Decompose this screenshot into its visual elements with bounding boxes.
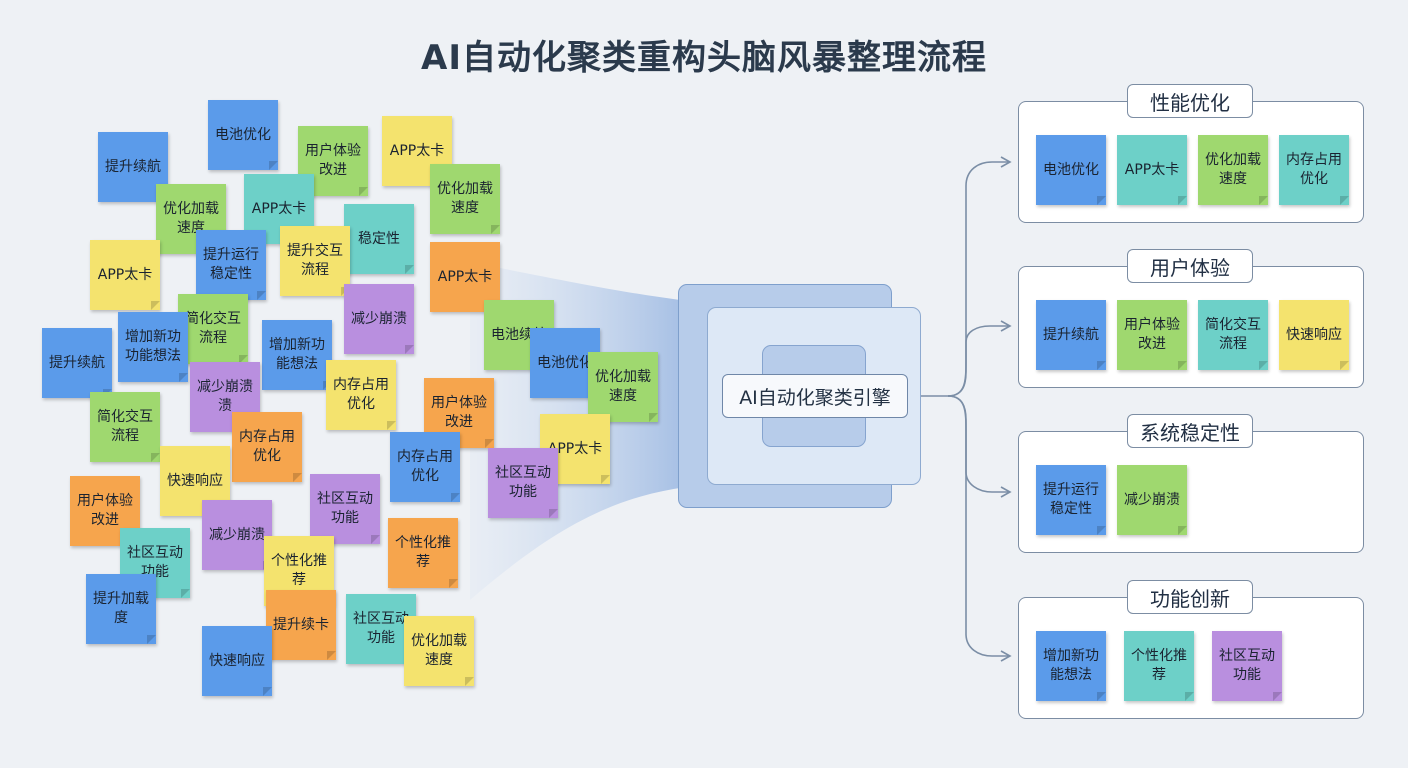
sticky-note[interactable]: 用户体验改进 bbox=[298, 126, 368, 196]
sticky-note[interactable]: 个性化推荐 bbox=[264, 536, 334, 606]
sticky-note[interactable]: 提升交互流程 bbox=[280, 226, 350, 296]
sticky-note[interactable]: 电池优化 bbox=[208, 100, 278, 170]
cluster-note[interactable]: 用户体验改进 bbox=[1117, 300, 1187, 370]
sticky-note[interactable]: 内存占用优化 bbox=[390, 432, 460, 502]
cluster-box: 系统稳定性提升运行稳定性减少崩溃 bbox=[1018, 414, 1364, 553]
sticky-note[interactable]: 稳定性 bbox=[344, 204, 414, 274]
sticky-note[interactable]: 增加新功功能想法 bbox=[118, 312, 188, 382]
branch-lines bbox=[920, 156, 1012, 662]
cluster-note[interactable]: 减少崩溃 bbox=[1117, 465, 1187, 535]
cluster-note[interactable]: 增加新功能想法 bbox=[1036, 631, 1106, 701]
cluster-title: 用户体验 bbox=[1127, 249, 1253, 283]
cluster-note[interactable]: 简化交互流程 bbox=[1198, 300, 1268, 370]
sticky-note[interactable]: 简化交互流程 bbox=[90, 392, 160, 462]
cluster-box: 用户体验提升续航用户体验改进简化交互流程快速响应 bbox=[1018, 249, 1364, 388]
cluster-title: 系统稳定性 bbox=[1127, 414, 1253, 448]
sticky-note[interactable]: 减少崩溃 bbox=[344, 284, 414, 354]
cluster-note[interactable]: APP太卡 bbox=[1117, 135, 1187, 205]
sticky-note[interactable]: 简化交互流程 bbox=[178, 294, 248, 364]
sticky-note[interactable]: 提升运行稳定性 bbox=[196, 230, 266, 300]
sticky-note[interactable]: 快速响应 bbox=[202, 626, 272, 696]
cluster-note[interactable]: 个性化推荐 bbox=[1124, 631, 1194, 701]
sticky-note[interactable]: 内存占用优化 bbox=[326, 360, 396, 430]
sticky-note[interactable]: 社区互动功能 bbox=[310, 474, 380, 544]
sticky-note[interactable]: 增加新功能想法 bbox=[262, 320, 332, 390]
sticky-note[interactable]: APP太卡 bbox=[90, 240, 160, 310]
page-title: AI自动化聚类重构头脑风暴整理流程 bbox=[421, 38, 987, 78]
sticky-note[interactable]: 优化加载速度 bbox=[430, 164, 500, 234]
cluster-note[interactable]: 快速响应 bbox=[1279, 300, 1349, 370]
sticky-note[interactable]: 个性化推荐 bbox=[388, 518, 458, 588]
cluster-box: 功能创新增加新功能想法个性化推荐社区互动功能 bbox=[1018, 580, 1364, 719]
cluster-note[interactable]: 社区互动功能 bbox=[1212, 631, 1282, 701]
sticky-note[interactable]: 提升加载度 bbox=[86, 574, 156, 644]
cluster-note[interactable]: 提升运行稳定性 bbox=[1036, 465, 1106, 535]
cluster-title: 功能创新 bbox=[1127, 580, 1253, 614]
cluster-note[interactable]: 电池优化 bbox=[1036, 135, 1106, 205]
sticky-note[interactable]: 优化加载速度 bbox=[156, 184, 226, 254]
sticky-note[interactable]: 提升续卡 bbox=[266, 590, 336, 660]
sticky-note[interactable]: 优化加载速度 bbox=[588, 352, 658, 422]
sticky-note[interactable]: 提升续航 bbox=[98, 132, 168, 202]
cluster-note[interactable]: 优化加载速度 bbox=[1198, 135, 1268, 205]
sticky-note[interactable]: 社区互动功能 bbox=[488, 448, 558, 518]
sticky-note[interactable]: 内存占用优化 bbox=[232, 412, 302, 482]
cluster-title: 性能优化 bbox=[1127, 84, 1253, 118]
engine-label: AI自动化聚类引擎 bbox=[722, 374, 908, 418]
cluster-note[interactable]: 提升续航 bbox=[1036, 300, 1106, 370]
sticky-note[interactable]: 优化加载速度 bbox=[404, 616, 474, 686]
cluster-note[interactable]: 内存占用优化 bbox=[1279, 135, 1349, 205]
sticky-note[interactable]: 减少崩溃 bbox=[202, 500, 272, 570]
sticky-note[interactable]: 提升续航 bbox=[42, 328, 112, 398]
